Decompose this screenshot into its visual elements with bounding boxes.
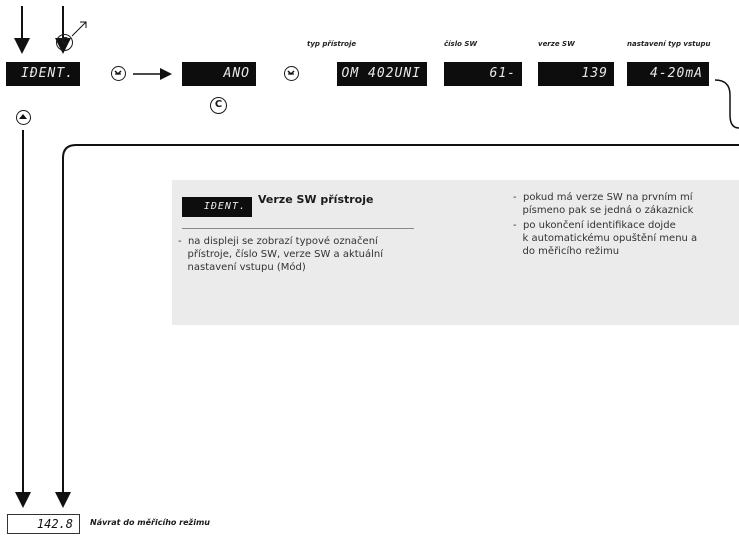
display-typ: OM 402UNI — [337, 62, 427, 86]
chevron-down-icon — [287, 70, 295, 76]
panel-display-ident: IĐENT. — [182, 197, 252, 217]
panel-right-bullet1: - pokud má verze SW na prvním mí písmeno… — [513, 192, 694, 216]
loop-line — [62, 144, 739, 500]
header-nastaveni: nastavení typ vstupu — [627, 40, 711, 48]
display-ano: ANO — [182, 62, 256, 86]
header-typ: typ přístroje — [307, 40, 357, 48]
down-button-1[interactable] — [111, 66, 126, 81]
up-button[interactable] — [16, 110, 31, 125]
panel-divider — [182, 228, 414, 229]
triangle-up-icon — [19, 114, 27, 119]
info-panel — [172, 180, 739, 325]
right-curve — [714, 79, 739, 129]
measure-display: 142.8 — [7, 514, 80, 534]
header-cislo: číslo SW — [444, 40, 478, 48]
display-cislo: 61- — [444, 62, 522, 86]
chevron-down-icon — [114, 70, 122, 76]
display-verze: 139 — [538, 62, 614, 86]
diagonal-arrow — [71, 21, 87, 37]
header-verze: verze SW — [538, 40, 575, 48]
c-button-top[interactable]: C — [56, 34, 73, 51]
footer-label: Návrat do měřicího režimu — [90, 518, 210, 527]
display-nastaveni: 4-20mA — [627, 62, 709, 86]
display-ident: IĐENT. — [6, 62, 80, 86]
down-button-2[interactable] — [284, 66, 299, 81]
panel-left-text: - na displeji se zobrazí typové označení… — [178, 236, 384, 273]
panel-title: Verze SW přístroje — [258, 193, 374, 206]
c-button-ano[interactable]: C — [210, 97, 227, 114]
panel-right-bullet2: - po ukončení identifikace dojde k autom… — [513, 220, 698, 257]
